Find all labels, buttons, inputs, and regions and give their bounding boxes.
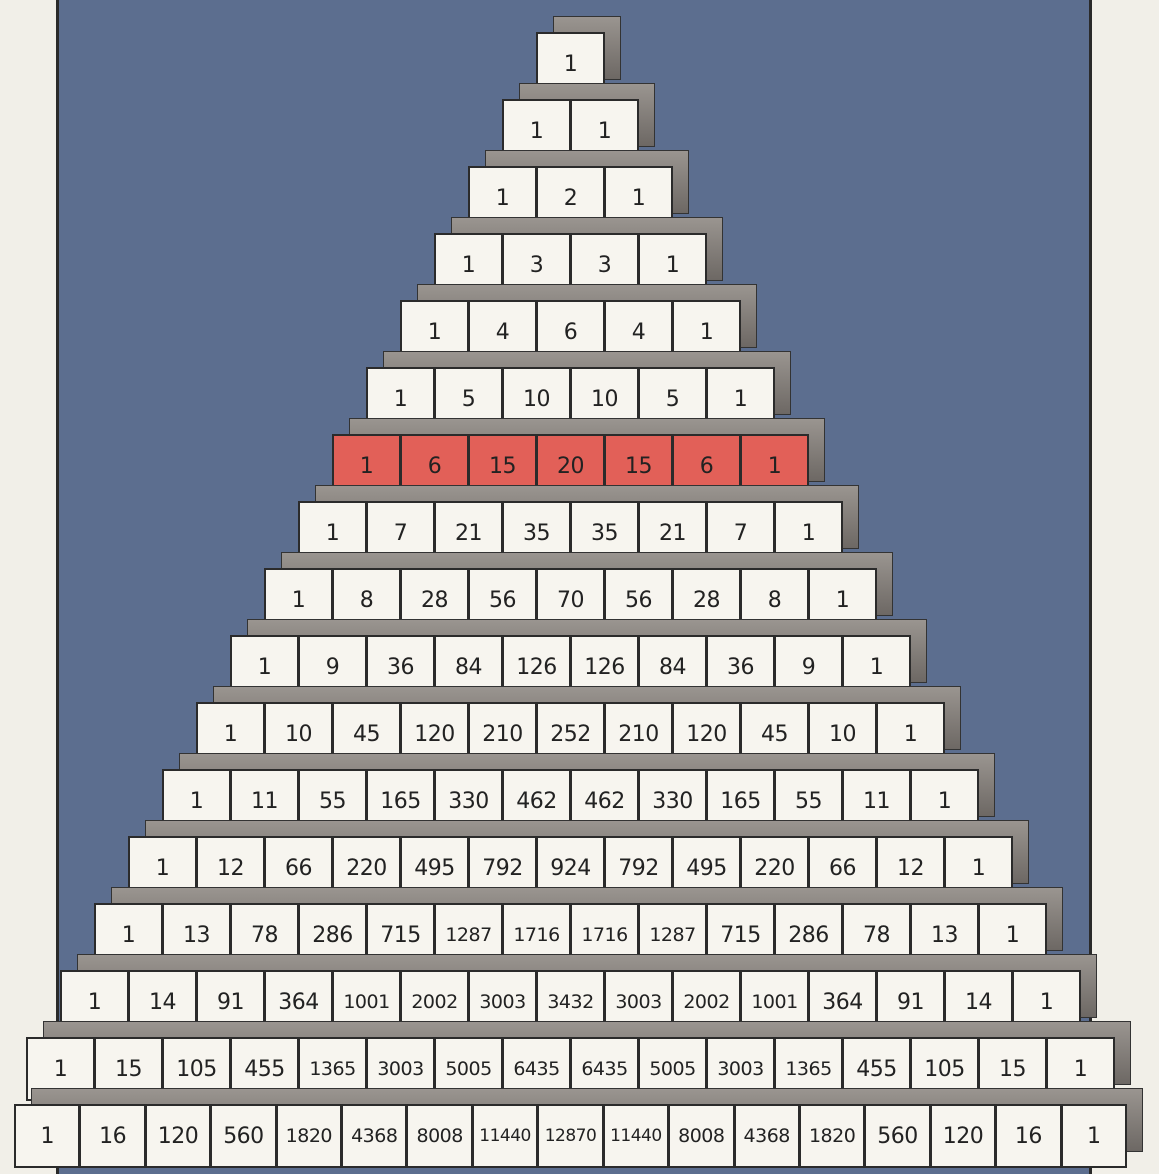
number-block: 120 <box>930 1104 996 1168</box>
number-block: 12870 <box>537 1104 603 1168</box>
number-block: 16 <box>79 1104 145 1168</box>
number-block: 560 <box>210 1104 276 1168</box>
number-block: 11440 <box>603 1104 669 1168</box>
number-block: 4368 <box>734 1104 800 1168</box>
number-block: 1820 <box>276 1104 342 1168</box>
number-block: 8008 <box>668 1104 734 1168</box>
number-block: 1 <box>14 1104 80 1168</box>
number-block: 1 <box>1061 1104 1127 1168</box>
number-block: 11440 <box>472 1104 538 1168</box>
number-block: 1820 <box>799 1104 865 1168</box>
number-block: 4368 <box>341 1104 407 1168</box>
number-block: 8008 <box>406 1104 472 1168</box>
number-block: 560 <box>864 1104 930 1168</box>
number-block: 16 <box>995 1104 1061 1168</box>
number-block: 120 <box>145 1104 211 1168</box>
